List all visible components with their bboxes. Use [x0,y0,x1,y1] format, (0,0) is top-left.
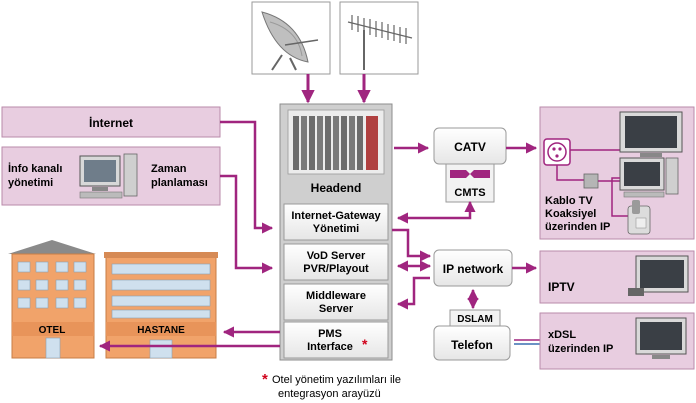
cmts-box: CMTS [445,163,495,203]
footnote-line-2: entegrasyon arayüzü [278,388,381,400]
otel-label: OTEL [39,325,66,336]
dslam-label: DSLAM [457,314,493,325]
telefon-label: Telefon [451,338,493,352]
otel-building: OTEL [8,240,96,359]
catv-box: CATV [433,127,507,165]
phone-icon [627,200,651,235]
tv-icon [619,111,683,157]
iptv-panel: IPTV [539,250,695,304]
cmts-label: CMTS [454,187,485,199]
computer-icon [79,153,138,199]
module-pms-interface [283,321,389,359]
dslam-box: DSLAM [449,309,501,327]
module-vod-server [283,243,389,281]
satellite-dish-box [251,1,331,75]
satellite-dish-icon [261,11,319,71]
computer-icon [635,317,687,359]
coax-outlet-icon [543,138,571,166]
internet-panel: İnternet [1,106,221,138]
module-middleware [283,283,389,321]
footnote: * Otel yönetim yazılımları ile entegrasy… [262,371,401,400]
headend-rack-image [287,109,385,175]
modem-icon [583,173,599,189]
internet-label: İnternet [89,115,133,130]
antenna-box [339,1,419,75]
catv-label: CATV [454,140,486,154]
module-internet-gateway [283,203,389,241]
hastane-label: HASTANE [137,325,185,336]
headend-title: Headend [311,181,362,195]
footnote-asterisk: * [262,371,268,388]
tv-icon [628,255,689,296]
computer-icon [619,157,679,198]
antenna-icon [347,15,413,70]
ip-network-box: IP network [433,249,513,287]
footnote-line-1: Otel yönetim yazılımları ile [272,374,401,386]
iptv-label: IPTV [548,280,575,294]
ip-network-label: IP network [443,262,504,276]
xdsl-line [514,339,540,345]
pms-asterisk: * [362,336,368,352]
telefon-box: Telefon [433,325,511,361]
hastane-building: HASTANE [104,252,218,359]
